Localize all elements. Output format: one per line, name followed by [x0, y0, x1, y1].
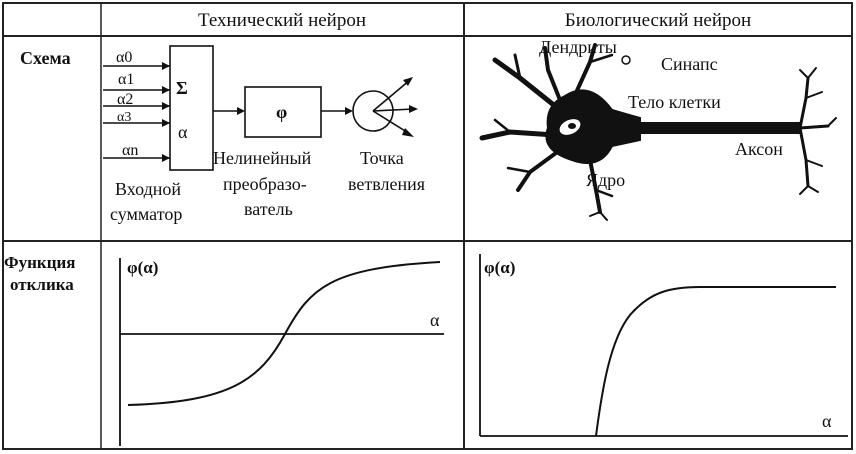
row-label-scheme: Схема — [20, 48, 71, 68]
input-alpha-1: α1 — [118, 71, 134, 88]
technical-x-label: α — [430, 310, 440, 330]
technical-response-plot — [119, 258, 444, 446]
nonlinear-label-3: ватель — [244, 199, 293, 219]
input-adder-label-1: Входной — [115, 179, 181, 199]
biological-response-plot — [479, 254, 848, 437]
input-alpha-n: αn — [122, 142, 138, 159]
biological-y-label: φ(α) — [484, 258, 515, 277]
sum-symbol: Σ — [176, 78, 188, 98]
label-cell-body: Тело клетки — [628, 92, 721, 112]
sigmoid-curve — [127, 261, 441, 406]
label-axon: Аксон — [735, 139, 783, 159]
technical-scheme — [103, 45, 418, 171]
label-dendrites: Дендриты — [539, 37, 617, 57]
biological-x-label: α — [822, 411, 832, 431]
input-alpha-2: α2 — [117, 91, 133, 108]
nonlinear-label-2: преобразо- — [223, 174, 307, 194]
row-label-response-2: отклика — [10, 275, 74, 294]
input-adder-label-2: сумматор — [110, 204, 182, 224]
row-label-response-1: Функция — [4, 253, 75, 272]
converter-phi: φ — [276, 102, 287, 122]
branch-label-1: Точка — [360, 148, 404, 168]
header-biological-neuron: Биологический нейрон — [565, 10, 751, 31]
input-alpha-3: α3 — [117, 110, 131, 125]
label-synapse: Синапс — [661, 54, 718, 74]
header-technical-neuron: Технический нейрон — [198, 10, 366, 31]
biological-neuron-drawing — [479, 43, 837, 221]
technical-y-label: φ(α) — [127, 258, 158, 277]
threshold-curve — [595, 286, 836, 437]
branch-label-2: ветвления — [348, 174, 425, 194]
sum-output-alpha: α — [178, 122, 188, 142]
input-alpha-0: α0 — [116, 49, 132, 66]
label-nucleus: Ядро — [586, 170, 625, 190]
nonlinear-label-1: Нелинейный — [213, 148, 312, 168]
